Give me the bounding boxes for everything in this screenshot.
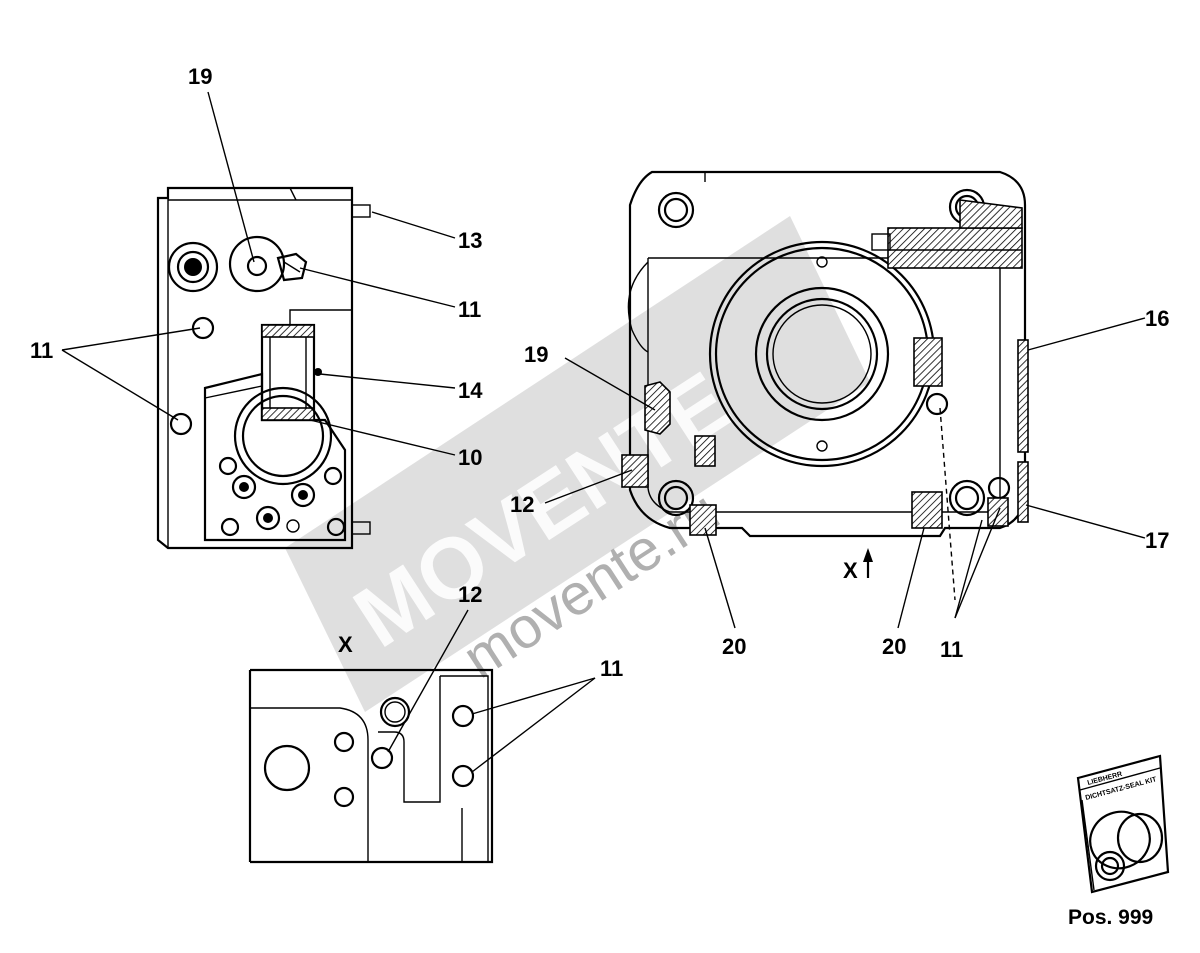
- left-callouts: 19 13 11 11 14 10: [30, 64, 483, 470]
- callout-14: 14: [458, 378, 483, 403]
- right-leaders: [544, 317, 1146, 629]
- detail-callouts: X 12 11: [338, 582, 623, 681]
- watermark: MOVENTE movente.ru: [285, 216, 870, 712]
- detail-leaders: [387, 609, 596, 773]
- callout-11-left-top: 11: [458, 297, 481, 322]
- callout-11-detail: 11: [600, 656, 623, 681]
- callout-12-right: 12: [510, 492, 534, 517]
- callout-10: 10: [458, 445, 482, 470]
- callout-x-arrow: X: [843, 558, 858, 583]
- seal-kit-image: LIEBHERR DICHTSATZ-SEAL KIT: [1076, 754, 1170, 894]
- callout-16: 16: [1145, 306, 1169, 331]
- callout-19-left: 19: [188, 64, 212, 89]
- callout-11-right: 11: [940, 637, 963, 662]
- callout-12-detail: 12: [458, 582, 482, 607]
- callout-x-detail: X: [338, 632, 353, 657]
- right-callouts: 16 19 12 17 X 20 20 11: [510, 306, 1169, 662]
- callout-19-right: 19: [524, 342, 548, 367]
- callout-20-left: 20: [722, 634, 746, 659]
- detail-view-x: [248, 668, 494, 864]
- left-side-view: [156, 186, 371, 550]
- callout-17: 17: [1145, 528, 1169, 553]
- callout-13: 13: [458, 228, 482, 253]
- seal-kit-position-label: Pos. 999: [1068, 906, 1153, 929]
- callout-11-left: 11: [30, 338, 53, 363]
- right-front-view: [621, 170, 1029, 601]
- callout-20-right: 20: [882, 634, 906, 659]
- left-leaders: [61, 91, 456, 456]
